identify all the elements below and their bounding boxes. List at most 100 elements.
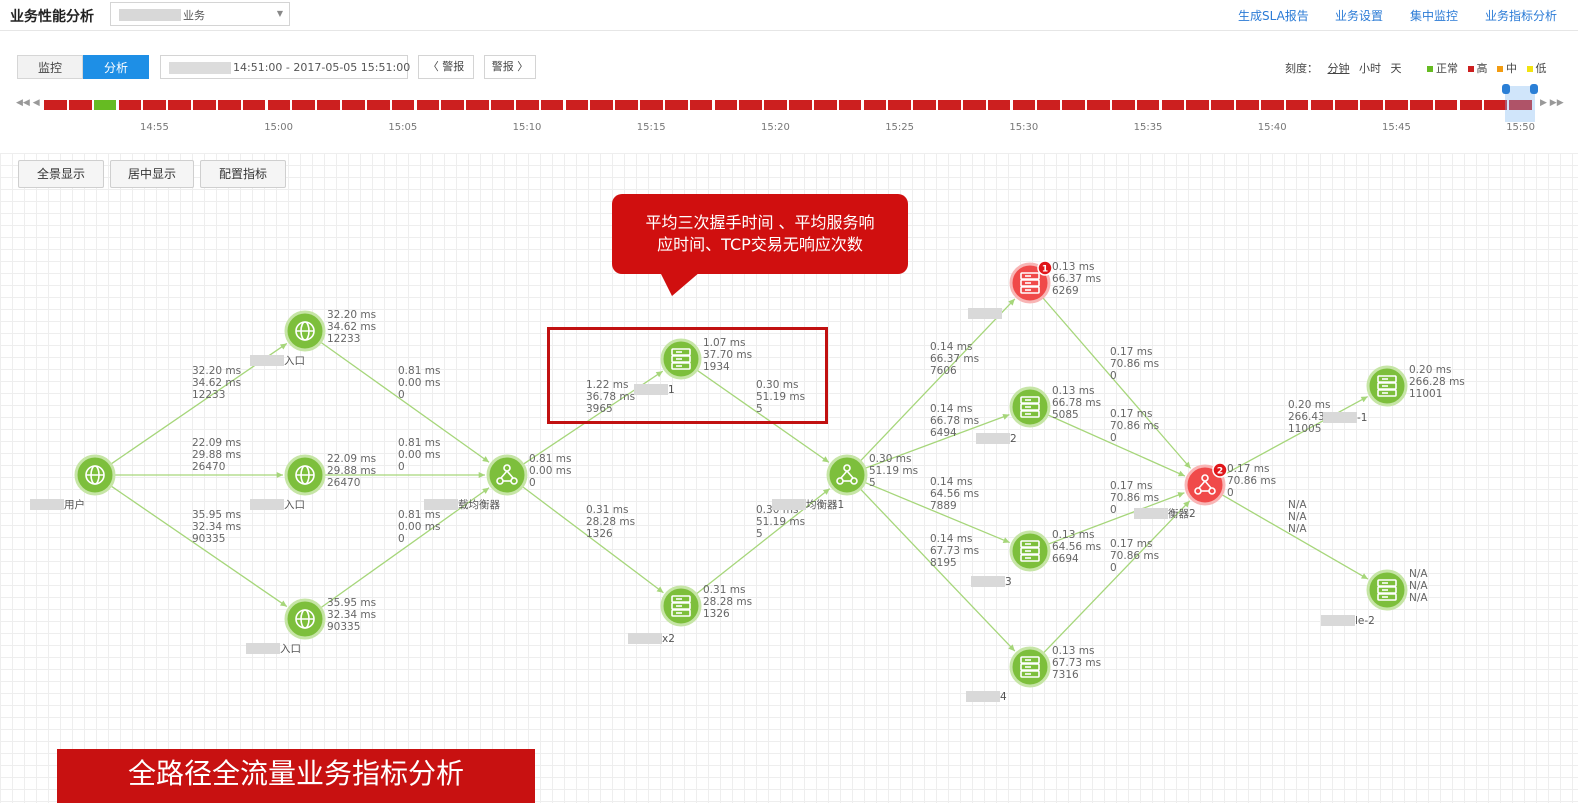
node-circle[interactable] xyxy=(486,454,528,496)
timeline-segment[interactable] xyxy=(590,100,614,110)
node-circle[interactable] xyxy=(1184,464,1226,506)
link-line[interactable] xyxy=(860,489,1016,652)
timeline-segment[interactable] xyxy=(1087,100,1110,110)
timeline-segment[interactable] xyxy=(143,100,167,110)
timeline-segment[interactable] xyxy=(664,100,688,110)
prev-alarm-button[interactable]: 〈 警报 xyxy=(418,55,474,79)
timeline-segment[interactable] xyxy=(1409,100,1433,110)
link-line[interactable] xyxy=(111,485,288,608)
timeline-segment[interactable] xyxy=(764,100,787,110)
link-line[interactable] xyxy=(1221,494,1369,580)
timeline-segment[interactable] xyxy=(168,100,191,110)
timeline-selection-handle[interactable] xyxy=(1502,84,1538,122)
timeline-segment[interactable] xyxy=(1310,100,1334,110)
scale-option-day[interactable]: 天 xyxy=(1390,62,1402,75)
timeline-segment[interactable] xyxy=(193,100,216,110)
timeline-segment[interactable] xyxy=(1484,100,1508,110)
node-circle[interactable] xyxy=(826,454,868,496)
timeline-scroll-right-icon[interactable]: ▶ ▶▶ xyxy=(1540,98,1564,108)
timeline-segment[interactable] xyxy=(1260,100,1284,110)
link-line[interactable] xyxy=(697,369,830,463)
timeline-segment[interactable] xyxy=(391,100,415,110)
time-range-input[interactable]: 14:51:00 - 2017-05-05 15:51:00 xyxy=(160,55,410,79)
timeline-segment[interactable] xyxy=(863,100,887,110)
timeline-segment[interactable] xyxy=(416,100,440,110)
timeline-segment[interactable] xyxy=(689,100,713,110)
range-handle-left[interactable] xyxy=(1502,84,1510,94)
timeline-segment[interactable] xyxy=(1385,100,1408,110)
business-select[interactable]: ‌业务 ▼ xyxy=(110,2,290,26)
timeline-bar[interactable] xyxy=(44,100,1534,110)
timeline-segment[interactable] xyxy=(615,100,638,110)
link-line[interactable] xyxy=(1222,395,1368,477)
timeline-segment[interactable] xyxy=(987,100,1011,110)
timeline-segment[interactable] xyxy=(44,100,67,110)
timeline-segment[interactable] xyxy=(565,100,589,110)
timeline-segment[interactable] xyxy=(217,100,241,110)
link-line[interactable] xyxy=(320,342,490,463)
center-view-button[interactable]: 居中显示 xyxy=(110,160,194,188)
timeline-segment[interactable] xyxy=(466,100,489,110)
timeline-segment[interactable] xyxy=(317,100,340,110)
config-metrics-button[interactable]: 配置指标 xyxy=(200,160,286,188)
timeline-segment[interactable] xyxy=(267,100,291,110)
timeline-scroll-left-icon[interactable]: ◀◀ ◀ xyxy=(16,98,40,108)
next-alarm-button[interactable]: 警报 〉 xyxy=(484,55,536,79)
timeline-segment[interactable] xyxy=(938,100,961,110)
link-line[interactable] xyxy=(865,482,1010,544)
timeline-segment[interactable] xyxy=(68,100,92,110)
timeline-segment[interactable] xyxy=(242,100,266,110)
generate-sla-report-link[interactable]: 生成SLA报告 xyxy=(1238,9,1309,23)
timeline-segment[interactable] xyxy=(1335,100,1359,110)
link-line[interactable] xyxy=(1043,500,1191,654)
link-line[interactable] xyxy=(1042,297,1192,469)
link-line[interactable] xyxy=(320,487,490,608)
central-monitor-link[interactable]: 集中监控 xyxy=(1410,9,1459,23)
timeline-segment[interactable] xyxy=(962,100,986,110)
timeline-segment[interactable] xyxy=(1186,100,1210,110)
business-metrics-analysis-link[interactable]: 业务指标分析 xyxy=(1485,9,1558,23)
timeline-segment[interactable] xyxy=(913,100,936,110)
timeline-segment[interactable] xyxy=(93,100,117,110)
range-handle-right[interactable] xyxy=(1530,84,1538,94)
timeline-segment[interactable] xyxy=(1509,100,1532,110)
timeline-segment[interactable] xyxy=(366,100,390,110)
timeline-segment[interactable] xyxy=(640,100,663,110)
timeline-segment[interactable] xyxy=(1459,100,1483,110)
timeline-segment[interactable] xyxy=(292,100,316,110)
timeline-segment[interactable] xyxy=(838,100,862,110)
node-db2[interactable]: N/AN/AN/Ale-2 xyxy=(1321,568,1428,627)
link-line[interactable] xyxy=(696,488,831,595)
timeline-segment[interactable] xyxy=(1236,100,1259,110)
link-line[interactable] xyxy=(1048,414,1186,477)
timeline-segment[interactable] xyxy=(1161,100,1185,110)
timeline-segment[interactable] xyxy=(118,100,142,110)
tab-monitor[interactable]: 监控 xyxy=(17,55,83,79)
link-line[interactable] xyxy=(865,414,1010,469)
topology-canvas[interactable] xyxy=(0,153,1578,803)
timeline-segment[interactable] xyxy=(714,100,738,110)
timeline-segment[interactable] xyxy=(1360,100,1383,110)
business-settings-link[interactable]: 业务设置 xyxy=(1335,9,1384,23)
timeline-segment[interactable] xyxy=(342,100,365,110)
timeline-segment[interactable] xyxy=(515,100,539,110)
timeline-segment[interactable] xyxy=(888,100,912,110)
timeline-segment[interactable] xyxy=(1136,100,1160,110)
timeline-segment[interactable] xyxy=(813,100,837,110)
node-user[interactable]: 用户 xyxy=(30,454,116,511)
scale-option-hour[interactable]: 小时 xyxy=(1359,62,1381,75)
tab-analysis[interactable]: 分析 xyxy=(83,55,149,79)
